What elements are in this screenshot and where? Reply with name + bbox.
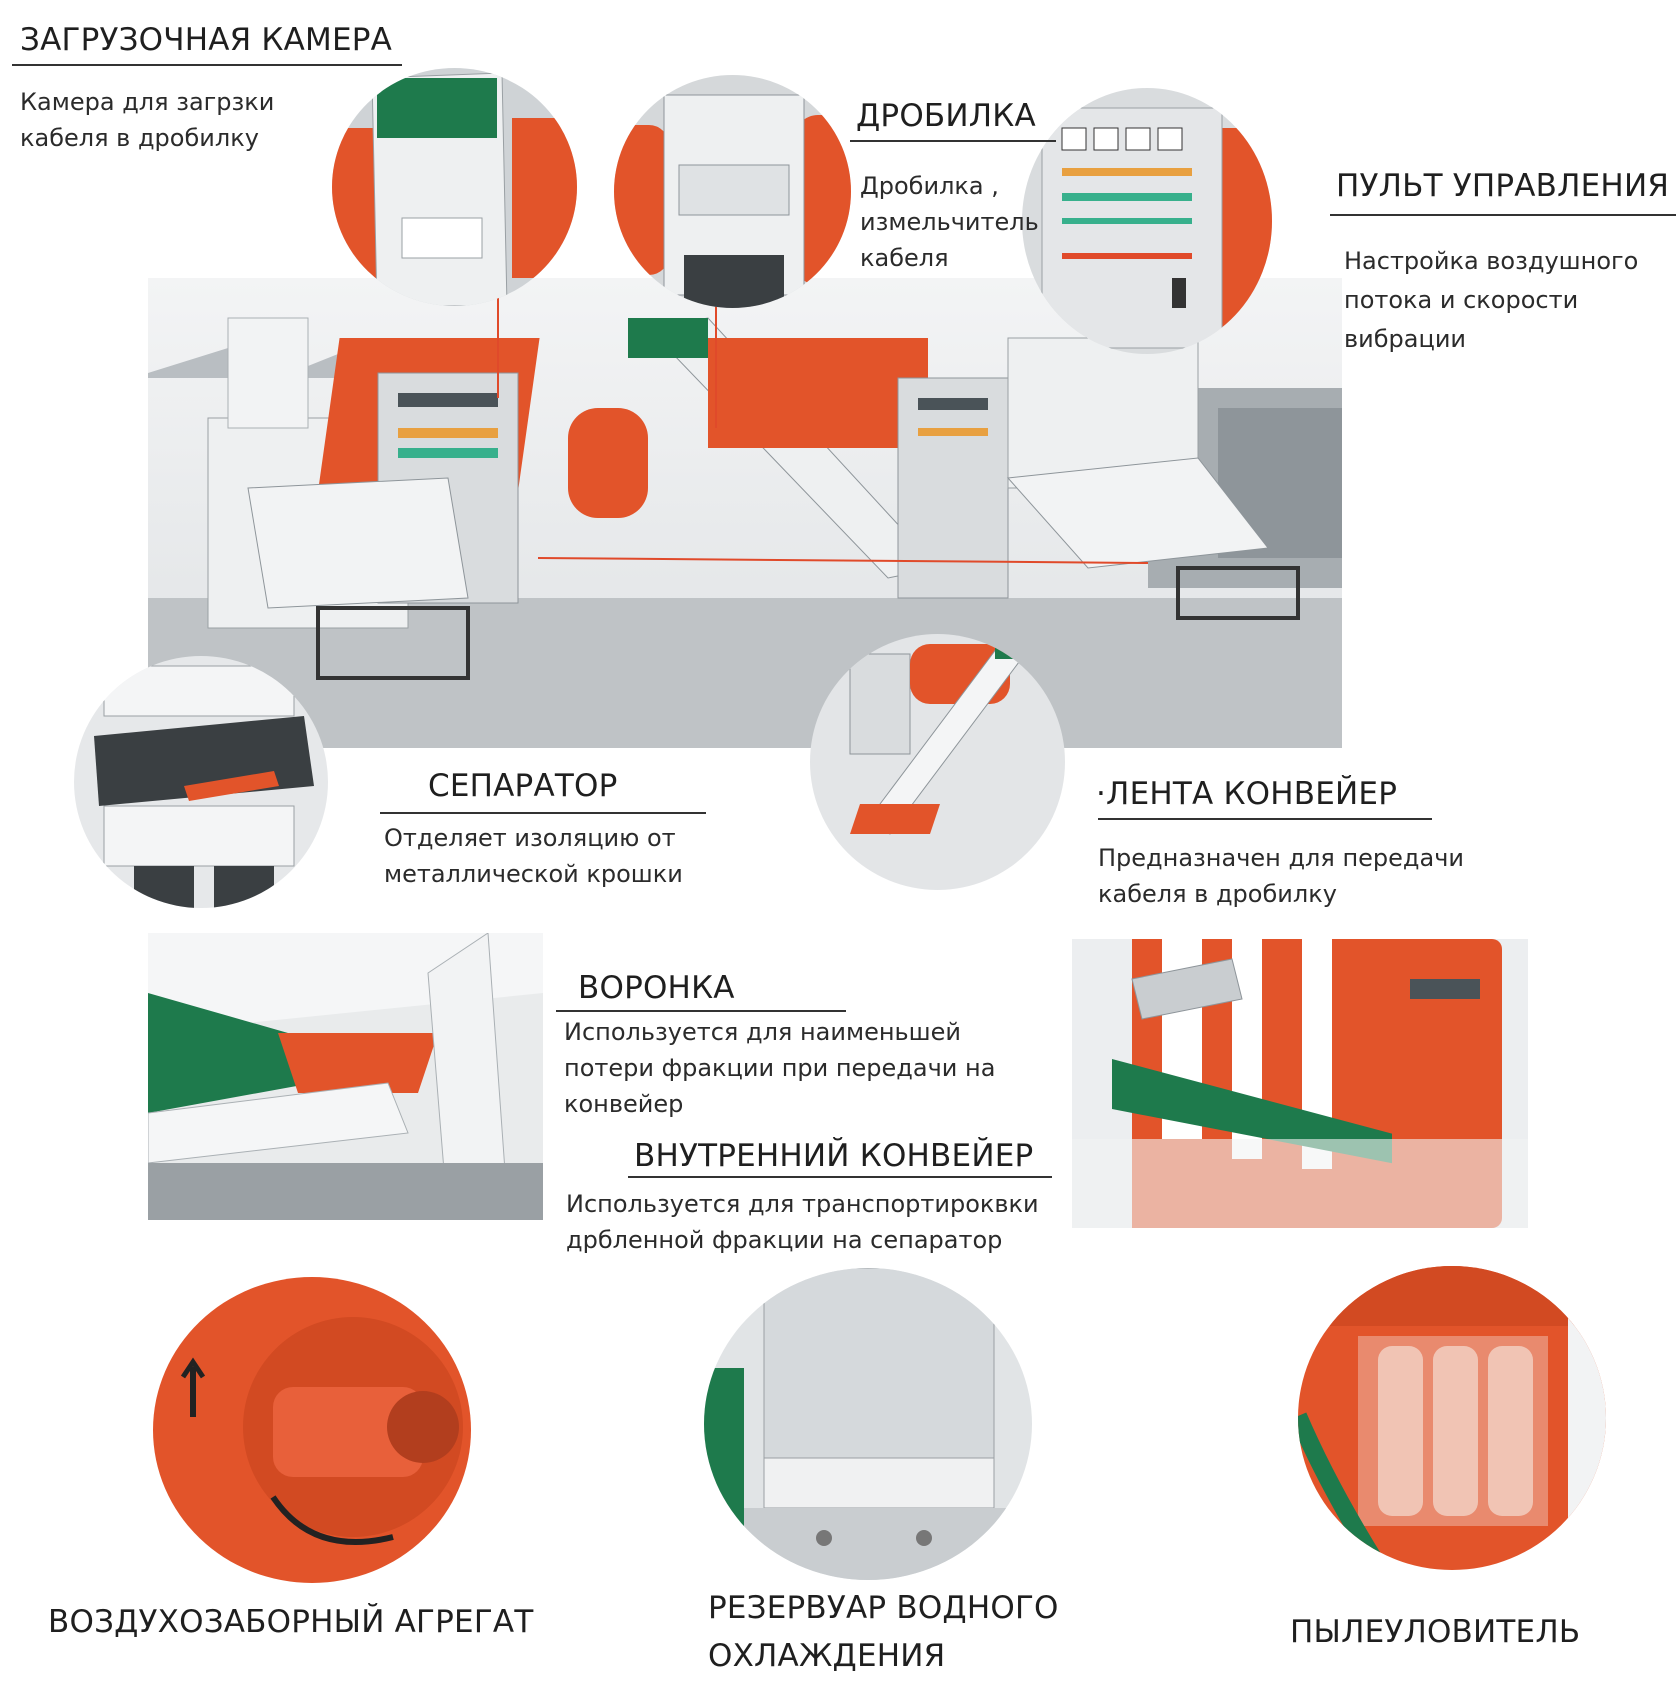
control-panel-title: ПУЛЬТ УПРАВЛЕНИЯ (1336, 168, 1670, 204)
dust-collector-title: ПЫЛЕУЛОВИТЕЛЬ (1290, 1614, 1581, 1650)
crusher-desc: Дробилка , измельчитель кабеля (860, 172, 1039, 272)
control-panel-rule (1330, 214, 1676, 216)
inner-conveyor-photo (1072, 939, 1528, 1228)
loading-chamber-rule (12, 64, 402, 66)
conveyor-belt-rule (1098, 818, 1432, 820)
loading-chamber-photo (332, 68, 577, 306)
funnel-title: ВОРОНКА (578, 970, 735, 1006)
crusher-title: ДРОБИЛКА (856, 98, 1036, 134)
main-machine-photo (148, 278, 1342, 748)
conveyor-belt-photo (810, 634, 1065, 890)
funnel-desc: Используется для наименьшей потери фракц… (564, 1018, 996, 1118)
water-tank-title: РЕЗЕРВУАР ВОДНОГО ОХЛАЖДЕНИЯ (708, 1590, 1059, 1674)
air-intake-photo (153, 1277, 471, 1583)
conveyor-belt-desc: Предназначен для передачи кабеля в дроби… (1098, 844, 1464, 908)
inner-conveyor-rule (628, 1176, 1052, 1178)
loading-chamber-title: ЗАГРУЗОЧНАЯ КАМЕРА (20, 22, 393, 58)
separator-desc: Отделяет изоляцию от металлической крошк… (384, 824, 683, 888)
funnel-photo (148, 933, 543, 1220)
crusher-photo (614, 75, 851, 308)
inner-conveyor-desc: Используется для транспортироквки дрблен… (566, 1190, 1039, 1254)
dust-collector-photo (1298, 1266, 1606, 1570)
control-panel-desc: Настройка воздушного потока и скорости в… (1344, 247, 1639, 353)
conveyor-belt-title: ·ЛЕНТА КОНВЕЙЕР (1096, 776, 1398, 812)
crusher-rule (850, 140, 1056, 142)
separator-rule (380, 812, 706, 814)
separator-title: СЕПАРАТОР (428, 768, 618, 804)
funnel-rule (556, 1010, 846, 1012)
separator-photo (74, 656, 328, 908)
water-tank-photo (704, 1268, 1032, 1580)
loading-chamber-desc: Камера для загрзки кабеля в дробилку (20, 88, 275, 152)
inner-conveyor-title: ВНУТРЕННИЙ КОНВЕЙЕР (634, 1138, 1034, 1174)
air-intake-title: ВОЗДУХОЗАБОРНЫЙ АГРЕГАТ (48, 1604, 534, 1640)
control-panel-photo (1022, 88, 1272, 354)
